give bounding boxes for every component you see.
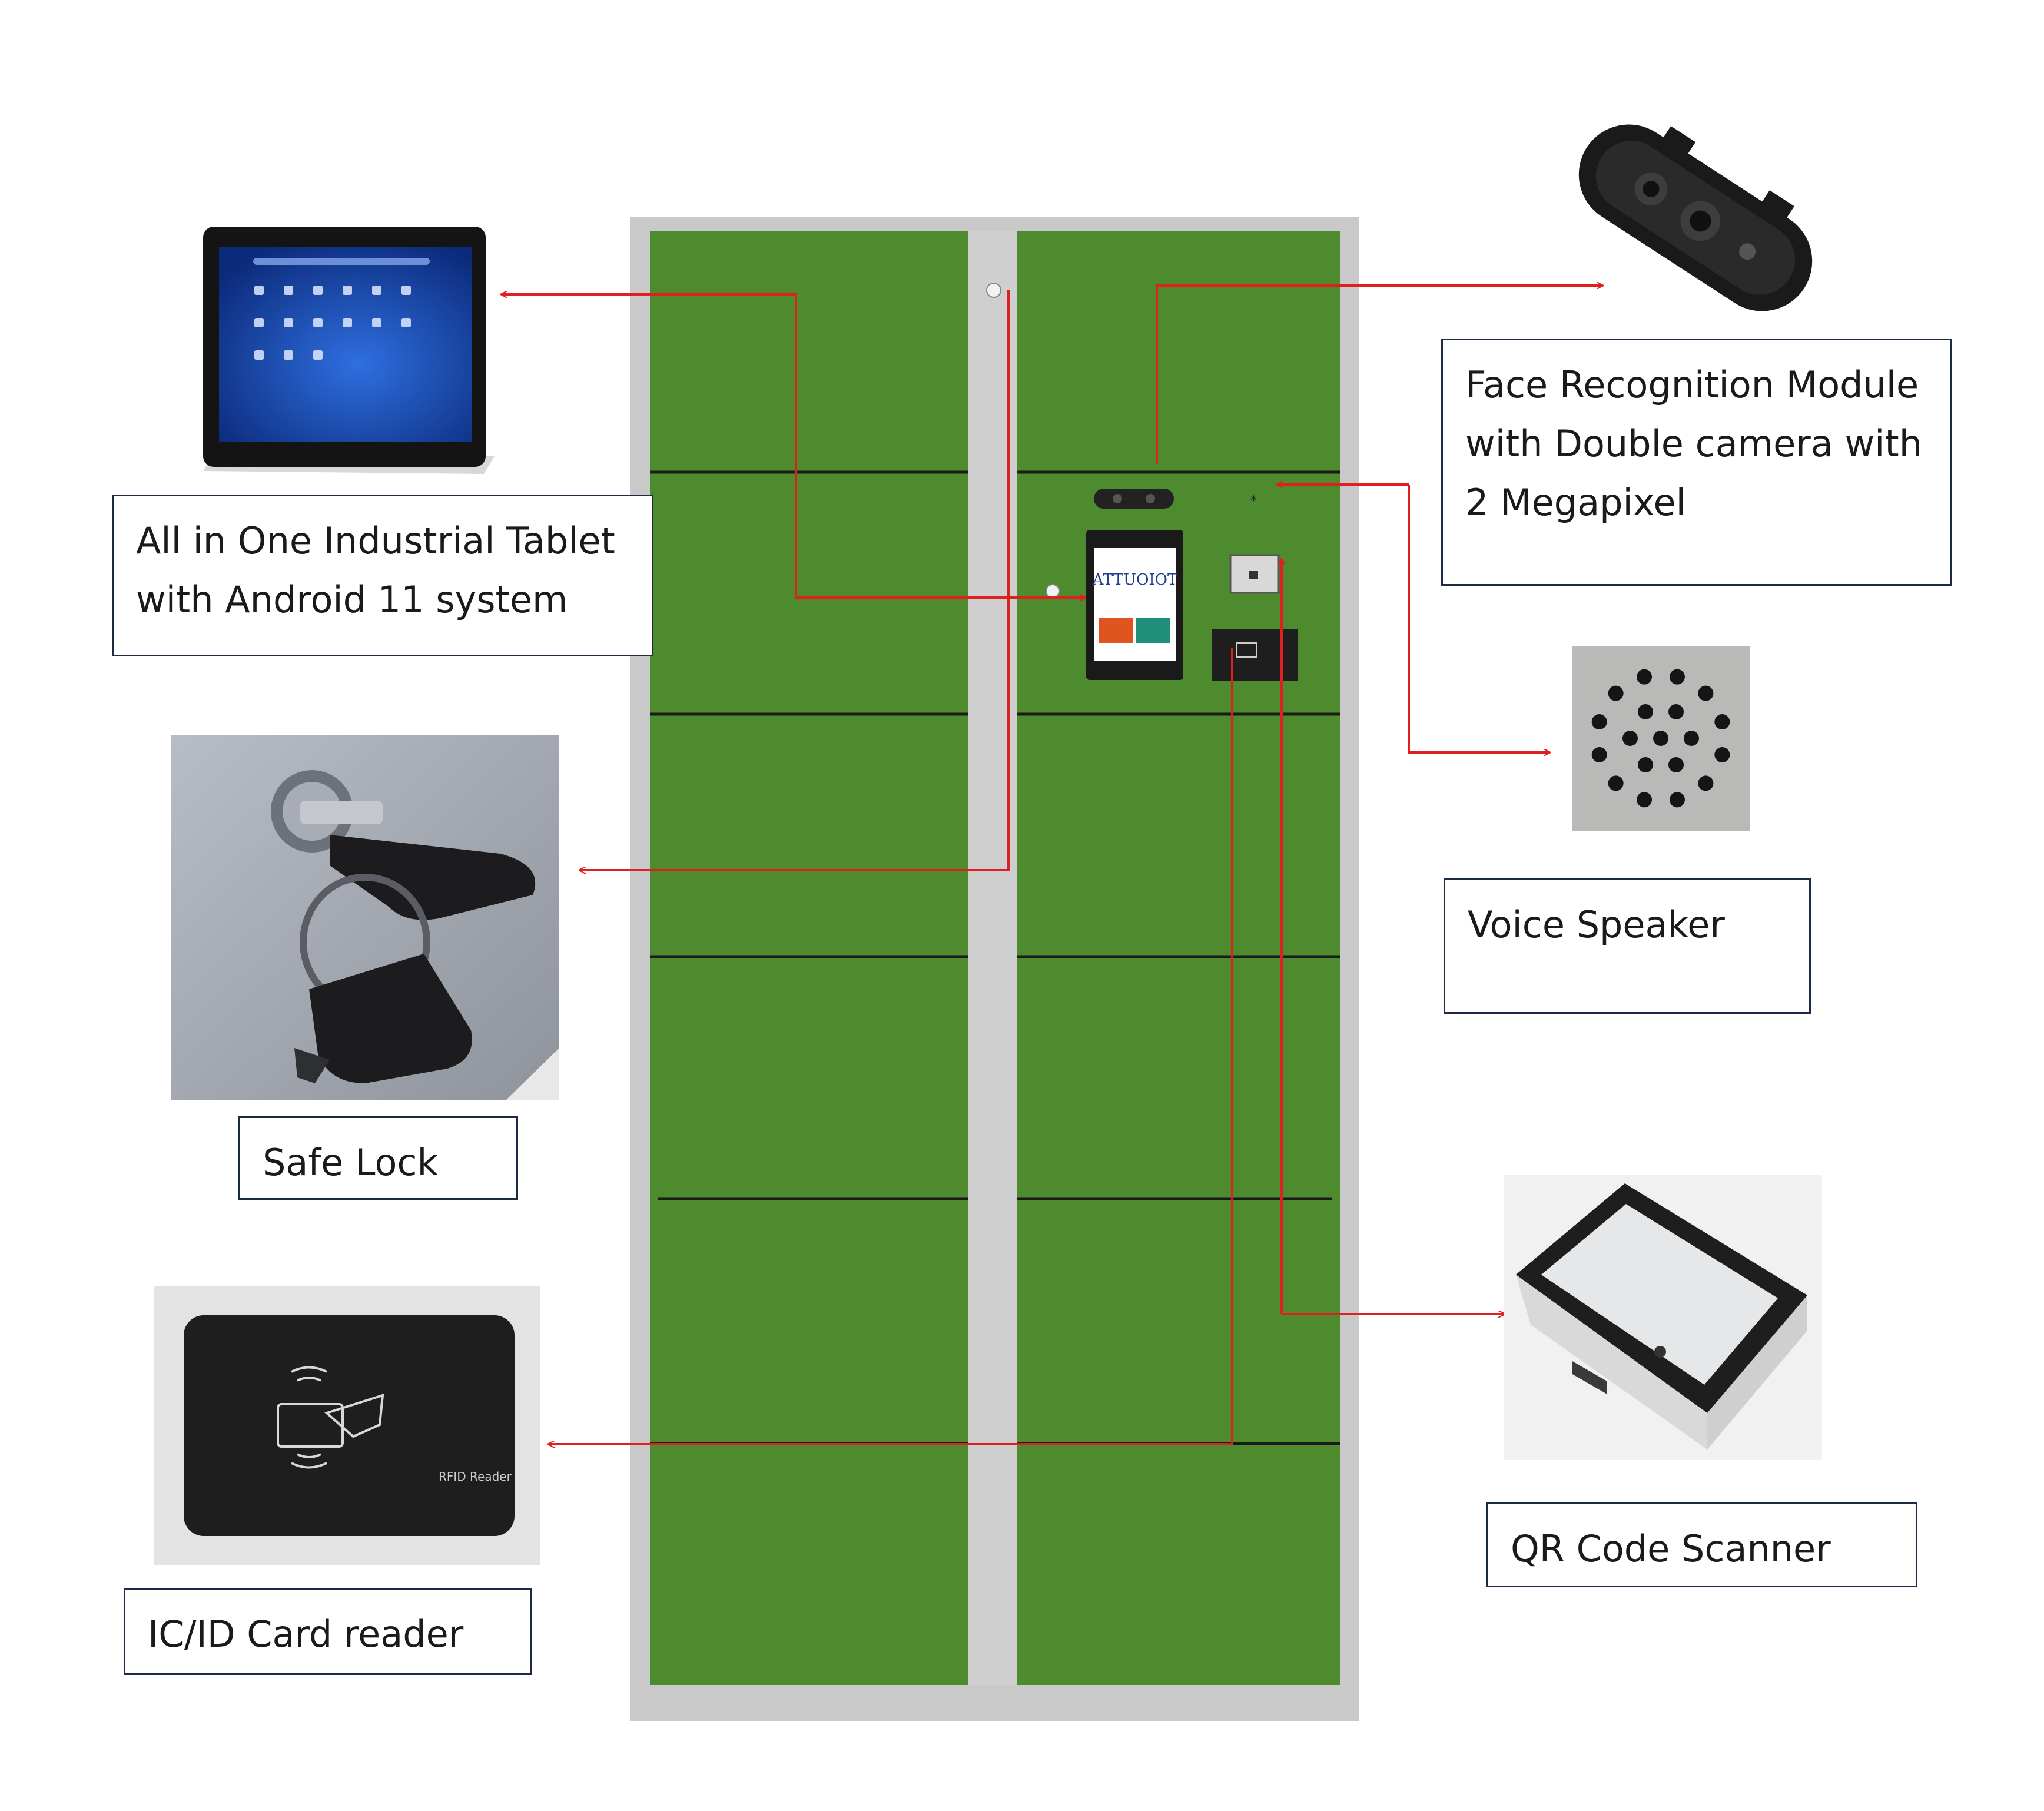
tablet-icon: [203, 227, 495, 474]
speaker-hole: [1608, 775, 1624, 791]
screen-brand: ATTUOIOT: [1092, 571, 1178, 589]
speaker-hole: [1684, 731, 1699, 746]
face-camera-bar: [1094, 489, 1174, 509]
speaker-hole: [1714, 714, 1730, 730]
label-face-line-3: 2 Megapixel: [1465, 481, 1686, 524]
face-camera-icon: [1578, 124, 1813, 311]
label-speaker-line-1: Voice Speaker: [1468, 903, 1725, 946]
label-qr-scanner: QR Code Scanner: [1486, 1502, 1917, 1587]
speaker-hole: [1698, 775, 1714, 791]
locker-cabinet: * ATTUOIOT: [630, 217, 1359, 1721]
speaker-hole: [1591, 747, 1607, 762]
speaker-hole: [1591, 714, 1607, 730]
label-speaker: Voice Speaker: [1444, 878, 1811, 1014]
label-safe-lock-line-1: Safe Lock: [263, 1141, 439, 1184]
speaker-hole: [1638, 704, 1653, 719]
label-face-module: Face Recognition Module with Double came…: [1441, 339, 1952, 586]
speaker-hole: [1653, 731, 1668, 746]
pointer-lines: [502, 286, 1602, 1444]
arrow-to-face-module: [1156, 286, 1602, 464]
label-card-reader-line-1: IC/ID Card reader: [148, 1613, 464, 1656]
arrow-to-safe-lock: [580, 290, 1010, 870]
safe-lock-keyhole: [986, 283, 1001, 298]
safe-lock-key-icon: [171, 735, 559, 1100]
label-tablet: All in One Industrial Tablet with Androi…: [112, 495, 653, 656]
label-face-line-1: Face Recognition Module: [1465, 363, 1919, 406]
speaker-hole: [1608, 685, 1624, 701]
speaker-hole: [1668, 704, 1684, 719]
speaker-hole: [1669, 792, 1685, 808]
speaker-hole: [1637, 792, 1653, 808]
speaker-hole: [1637, 669, 1653, 685]
speaker-hole: [1669, 669, 1685, 685]
speaker-hole: [1622, 731, 1638, 746]
speaker-hole: [1668, 757, 1684, 773]
label-qr-line-1: QR Code Scanner: [1511, 1527, 1831, 1570]
label-tablet-line-2: with Android 11 system: [136, 578, 568, 621]
speaker-hole: [1698, 685, 1714, 701]
door-knob: [1046, 584, 1060, 598]
label-tablet-line-1: All in One Industrial Tablet: [136, 519, 615, 562]
arrow-to-card-reader: [549, 648, 1233, 1444]
speaker-hole: [1638, 757, 1653, 773]
label-face-line-2: with Double camera with: [1465, 422, 1922, 465]
speaker-mark: *: [1250, 494, 1257, 509]
locker-card-panel: [1212, 629, 1298, 681]
locker-center-pillar: [968, 231, 1017, 1685]
arrow-to-speaker: [1408, 485, 1549, 752]
qr-scanner-icon: [1504, 1175, 1822, 1460]
label-safe-lock: Safe Lock: [238, 1116, 518, 1200]
card-reader-brand: RFID Reader: [439, 1470, 512, 1484]
label-card-reader: IC/ID Card reader: [124, 1588, 532, 1675]
card-reader-icon: RFID Reader: [154, 1286, 540, 1565]
speaker-grille-icon: [1572, 646, 1750, 831]
speaker-hole: [1714, 747, 1730, 762]
